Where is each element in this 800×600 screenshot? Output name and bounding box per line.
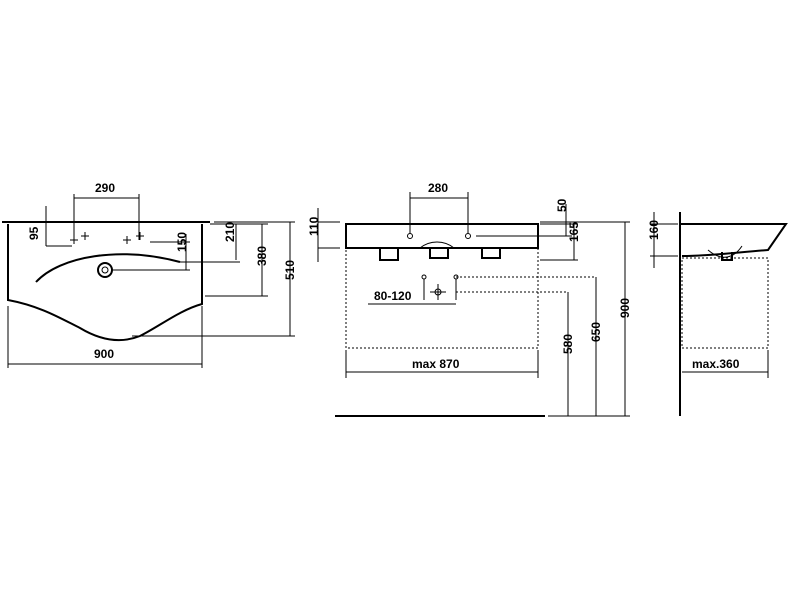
cabinet-outline: [345, 247, 539, 349]
dim-580: 580: [561, 334, 575, 354]
basin-plan-outline: [7, 224, 203, 342]
dim-165: 165: [567, 222, 581, 242]
side-cabinet-outline: [681, 257, 769, 349]
dim-150: 150: [175, 232, 189, 252]
plan-view: 290 95 150 210 380 510 900: [2, 181, 297, 368]
dim-max-360: max.360: [692, 357, 740, 371]
dim-380: 380: [255, 246, 269, 266]
bowl-edge: [35, 253, 181, 283]
dim-650: 650: [589, 322, 603, 342]
tap-hole-icon: [97, 262, 113, 278]
dim-510: 510: [283, 260, 297, 280]
tap-holes-marks: [70, 232, 144, 244]
dim-290: 290: [95, 181, 115, 195]
dim-160: 160: [647, 220, 661, 240]
side-view: 160 max.360: [647, 212, 788, 416]
basin-side-outline: [680, 223, 788, 257]
dim-900-height: 900: [618, 298, 632, 318]
dim-95: 95: [27, 226, 41, 240]
dim-110: 110: [307, 216, 321, 236]
front-view: 280 50 110 165 80-120 max 870 5: [307, 181, 632, 417]
dim-max-870: max 870: [412, 357, 460, 371]
dim-900-width: 900: [94, 347, 114, 361]
dim-50: 50: [555, 198, 569, 212]
dim-280: 280: [428, 181, 448, 195]
dim-210: 210: [223, 222, 237, 242]
dim-80-120: 80-120: [374, 289, 412, 303]
